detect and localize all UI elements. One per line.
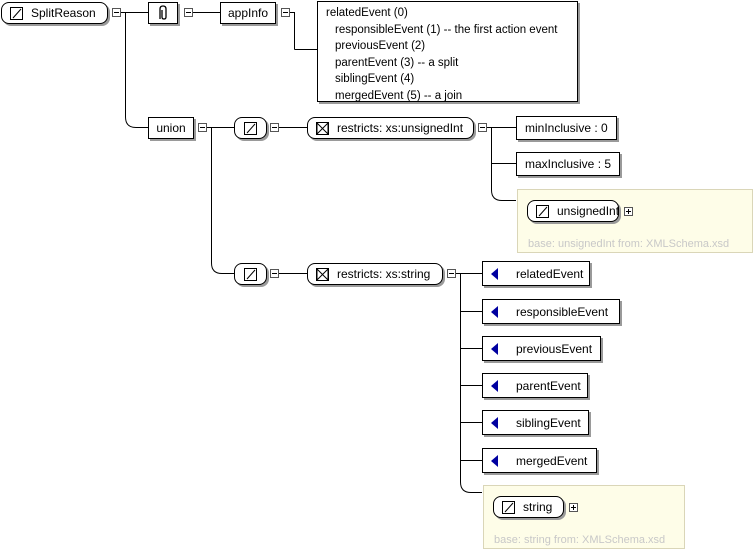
enum-responsible-event[interactable]: responsibleEvent [482,299,620,324]
base-type-string-box: string base: string from: XMLSchema.xsd [483,485,685,549]
appinfo-line: relatedEvent (0) [326,7,408,19]
restriction-label: restricts: xs:string [337,267,431,281]
union-collapse-toggle[interactable] [198,123,207,132]
simpletype-icon [10,6,23,20]
simpletype-int-collapse-toggle[interactable] [270,123,279,132]
simpletype-icon [244,267,257,281]
annotation-collapse-toggle[interactable] [184,8,193,17]
base-type-unsignedint-expand-toggle[interactable] [624,207,633,216]
enum-parent-event[interactable]: parentEvent [482,373,588,398]
root-simpletype-node[interactable]: SplitReason [1,2,108,24]
appinfo-label: appInfo [227,6,269,20]
facet-max-inclusive[interactable]: maxInclusive : 5 [516,152,620,176]
base-type-note: base: unsignedInt from: XMLSchema.xsd [528,238,730,250]
base-type-string-node[interactable]: string [493,496,564,518]
enumeration-marker-icon [491,416,498,429]
enum-label: siblingEvent [516,415,581,430]
base-type-label: unsignedInt [557,204,620,218]
enum-merged-event[interactable]: mergedEvent [482,448,597,473]
enum-related-event[interactable]: relatedEvent [482,261,590,286]
union-label: union [156,121,186,135]
enumeration-marker-icon [491,305,498,318]
restriction-label: restricts: xs:unsignedInt [337,121,464,135]
enum-previous-event[interactable]: previousEvent [482,336,601,361]
base-type-note: base: string from: XMLSchema.xsd [494,534,666,546]
enum-label: responsibleEvent [516,304,609,319]
enumeration-marker-icon [491,379,498,392]
enum-label: relatedEvent [516,266,584,281]
appinfo-line: parentEvent (3) -- a split [335,56,459,69]
simpletype-icon [536,204,549,218]
enum-label: previousEvent [516,341,593,356]
appinfo-line: previousEvent (2) [335,40,426,52]
base-type-string-expand-toggle[interactable] [569,503,578,512]
anonymous-simpletype-int-node[interactable] [234,117,267,139]
enum-sibling-event[interactable]: siblingEvent [482,410,589,435]
restriction-unsignedint-node[interactable]: restricts: xs:unsignedInt [307,117,474,139]
facet-label: minInclusive : 0 [525,121,608,135]
root-label: SplitReason [31,6,96,20]
enumeration-marker-icon [491,342,498,355]
simpletype-icon [244,121,257,135]
appinfo-node[interactable]: appInfo [220,2,276,24]
base-type-unsignedint-box: unsignedInt base: unsignedInt from: XMLS… [517,189,753,253]
restriction-string-collapse-toggle[interactable] [447,269,456,278]
restriction-bowtie-icon [316,267,329,281]
appinfo-collapse-toggle[interactable] [281,8,290,17]
restriction-string-node[interactable]: restricts: xs:string [307,263,443,285]
restriction-int-collapse-toggle[interactable] [478,123,487,132]
simpletype-icon [502,500,515,514]
facet-min-inclusive[interactable]: minInclusive : 0 [516,116,617,140]
annotation-pin-icon [159,5,167,20]
union-node[interactable]: union [148,117,194,139]
enum-label: parentEvent [516,378,581,393]
appinfo-line: siblingEvent (4) [335,73,415,85]
enumeration-marker-icon [491,267,498,280]
enumeration-marker-icon [491,454,498,467]
restriction-bowtie-icon [316,121,329,135]
root-collapse-toggle[interactable] [112,8,121,17]
simpletype-string-collapse-toggle[interactable] [270,269,279,278]
base-type-label: string [523,500,553,514]
enum-label: mergedEvent [516,453,588,468]
anonymous-simpletype-string-node[interactable] [234,263,267,285]
base-type-unsignedint-node[interactable]: unsignedInt [527,200,619,222]
appinfo-text-box: relatedEvent (0) responsibleEvent (1) --… [317,1,578,102]
appinfo-line: responsibleEvent (1) -- the first action… [335,23,558,36]
facet-label: maxInclusive : 5 [525,157,612,171]
annotation-node[interactable] [148,2,178,24]
appinfo-line: mergedEvent (5) -- a join [335,89,463,102]
